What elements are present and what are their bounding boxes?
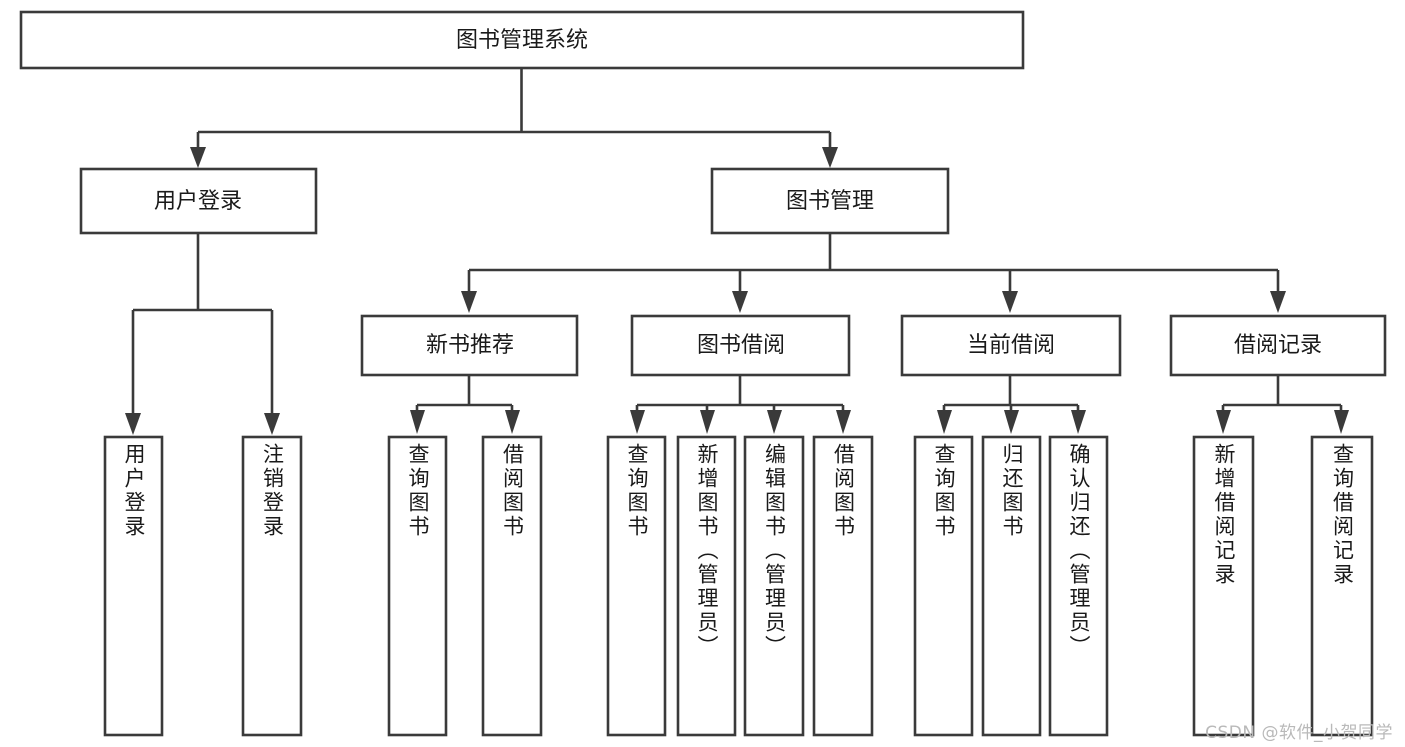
arrow-bb-leaf-2 — [700, 410, 715, 434]
arrow-user-login-leaf-2 — [264, 413, 280, 435]
arrow-bb-leaf-1 — [630, 410, 645, 434]
node-user-login-label: 用户登录 — [154, 189, 242, 214]
node-leaf-add-record[interactable] — [1192, 435, 1255, 737]
node-root[interactable] — [19, 10, 1025, 70]
node-user-login[interactable] — [79, 167, 318, 235]
connector-root-trunk — [196, 68, 832, 148]
arrow-cb-leaf-1 — [937, 410, 952, 434]
node-leaf-query-book-2[interactable] — [606, 435, 667, 737]
node-current-borrow-label: 当前借阅 — [967, 333, 1055, 358]
connector-borrow-record-trunk — [1221, 375, 1343, 414]
node-leaf-return-book[interactable] — [981, 435, 1042, 737]
arrow-cb-leaf-2 — [1004, 410, 1019, 434]
arrow-to-new-book-recommend — [461, 291, 477, 313]
arrow-user-login-leaf-1 — [125, 413, 141, 435]
connector-book-borrow-trunk — [635, 375, 845, 414]
connector-new-book-recommend-trunk — [415, 375, 514, 414]
arrow-to-borrow-record — [1270, 291, 1286, 313]
connector-user-login-trunk — [131, 233, 274, 414]
node-borrow-record-label: 借阅记录 — [1234, 333, 1322, 358]
node-leaf-add-book[interactable] — [676, 435, 737, 737]
node-leaf-user-login[interactable] — [103, 435, 164, 737]
arrow-br-leaf-2 — [1334, 410, 1349, 434]
arrow-cb-leaf-3 — [1071, 410, 1086, 434]
node-book-manage[interactable] — [710, 167, 950, 235]
node-leaf-confirm-return[interactable] — [1048, 435, 1109, 737]
node-new-book-recommend[interactable] — [360, 314, 579, 377]
connector-current-borrow-trunk — [942, 375, 1080, 414]
arrow-to-book-borrow — [732, 291, 748, 313]
arrow-root-to-book-manage — [822, 147, 838, 168]
arrow-bb-leaf-3 — [767, 410, 782, 434]
node-leaf-query-book-1[interactable] — [387, 435, 448, 737]
arrow-br-leaf-1 — [1216, 410, 1231, 434]
connector-book-manage-trunk — [467, 233, 1280, 292]
node-new-book-recommend-label: 新书推荐 — [426, 333, 514, 358]
node-leaf-user-logout[interactable] — [241, 435, 303, 737]
arrow-to-current-borrow — [1002, 291, 1018, 313]
node-book-manage-label: 图书管理 — [786, 189, 874, 214]
arrow-bb-leaf-4 — [836, 410, 851, 434]
node-book-borrow-label: 图书借阅 — [697, 333, 785, 358]
node-leaf-edit-book[interactable] — [743, 435, 805, 737]
arrow-nbr-leaf-2 — [505, 410, 520, 434]
node-leaf-borrow-book-2[interactable] — [812, 435, 874, 737]
node-leaf-borrow-book-1[interactable] — [481, 435, 543, 737]
node-book-borrow[interactable] — [630, 314, 851, 377]
arrow-root-to-user-login — [190, 147, 206, 168]
node-leaf-query-record[interactable] — [1310, 435, 1374, 737]
node-root-label: 图书管理系统 — [456, 28, 588, 53]
node-leaf-query-book-3[interactable] — [913, 435, 974, 737]
arrow-nbr-leaf-1 — [410, 410, 425, 434]
node-current-borrow[interactable] — [900, 314, 1122, 377]
node-borrow-record[interactable] — [1169, 314, 1387, 377]
